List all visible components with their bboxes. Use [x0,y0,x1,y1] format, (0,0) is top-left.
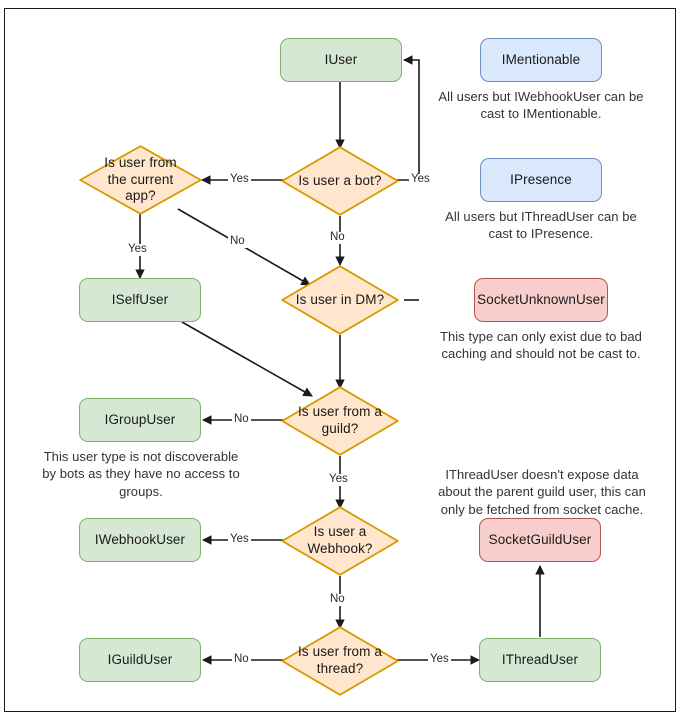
decision-label: Is user a bot? [298,172,382,188]
edge-label-fromguild-yes: Yes [327,473,350,486]
diamond-shape [281,146,399,216]
edge-label-isbot-yes: Yes [409,173,432,186]
node-label: SocketGuildUser [488,531,592,547]
edge-label-fromthread-no: No [232,653,251,666]
node-iuser[interactable]: IUser [280,38,402,82]
diamond-shape [79,145,202,215]
node-socketguilduser[interactable]: SocketGuildUser [479,518,601,562]
node-igroupuser[interactable]: IGroupUser [79,398,201,442]
node-label: IThreadUser [501,651,579,667]
diamond-shape [281,386,399,456]
decision-label: Is user in DM? [295,291,385,307]
node-label: IWebhookUser [94,531,186,547]
node-ithreaduser[interactable]: IThreadUser [479,638,601,682]
diamond-shape [281,265,399,335]
node-label: IGuildUser [107,651,173,667]
note-igroupuser: This user type is not discoverable by bo… [42,449,240,499]
note-imentionable: All users but IWebhookUser can be cast t… [438,89,644,122]
node-label: IMentionable [501,51,581,67]
decision-is-user-a-bot[interactable]: Is user a bot? [281,146,399,216]
decision-label: Is user from a guild? [298,404,382,436]
edge-label-fromthread-yes: Yes [428,653,451,666]
edge-label-isbot-left-yes: Yes [228,173,251,186]
decision-is-user-in-dm[interactable]: Is user in DM? [281,265,399,335]
node-iguilduser[interactable]: IGuildUser [79,638,201,682]
edge-label-iswebhook-no: No [328,593,347,606]
node-iselfuser[interactable]: ISelfUser [79,278,201,322]
note-socketunknownuser: This type can only exist due to bad cach… [440,329,642,362]
edge-label-fromapp-no: No [228,235,247,248]
decision-is-user-from-current-app[interactable]: Is user from the current app? [79,145,202,215]
decision-label: Is user a Webhook? [307,524,373,556]
edge-label-iswebhook-yes: Yes [228,533,251,546]
node-socketunknownuser[interactable]: SocketUnknownUser [474,278,608,322]
edge-label-isbot-no: No [328,231,347,244]
edge-label-fromguild-no: No [232,413,251,426]
decision-label: Is user from the current app? [104,154,177,204]
edge-label-fromapp-yes: Yes [126,243,149,256]
diamond-shape [281,626,399,696]
node-iwebhookuser[interactable]: IWebhookUser [79,518,201,562]
decision-is-user-from-thread[interactable]: Is user from a thread? [281,626,399,696]
node-label: IUser [324,51,358,67]
node-label: IPresence [510,171,572,187]
decision-is-user-from-guild[interactable]: Is user from a guild? [281,386,399,456]
decision-is-user-a-webhook[interactable]: Is user a Webhook? [281,506,399,576]
note-socketguilduser: IThreadUser doesn't expose data about th… [438,467,646,517]
node-label: SocketUnknownUser [477,291,605,307]
node-label: ISelfUser [111,291,169,307]
diamond-shape [281,506,399,576]
node-imentionable[interactable]: IMentionable [480,38,602,82]
node-label: IGroupUser [104,411,176,427]
note-ipresence: All users but IThreadUser can be cast to… [445,209,637,242]
node-ipresence[interactable]: IPresence [480,158,602,202]
decision-label: Is user from a thread? [298,644,382,676]
